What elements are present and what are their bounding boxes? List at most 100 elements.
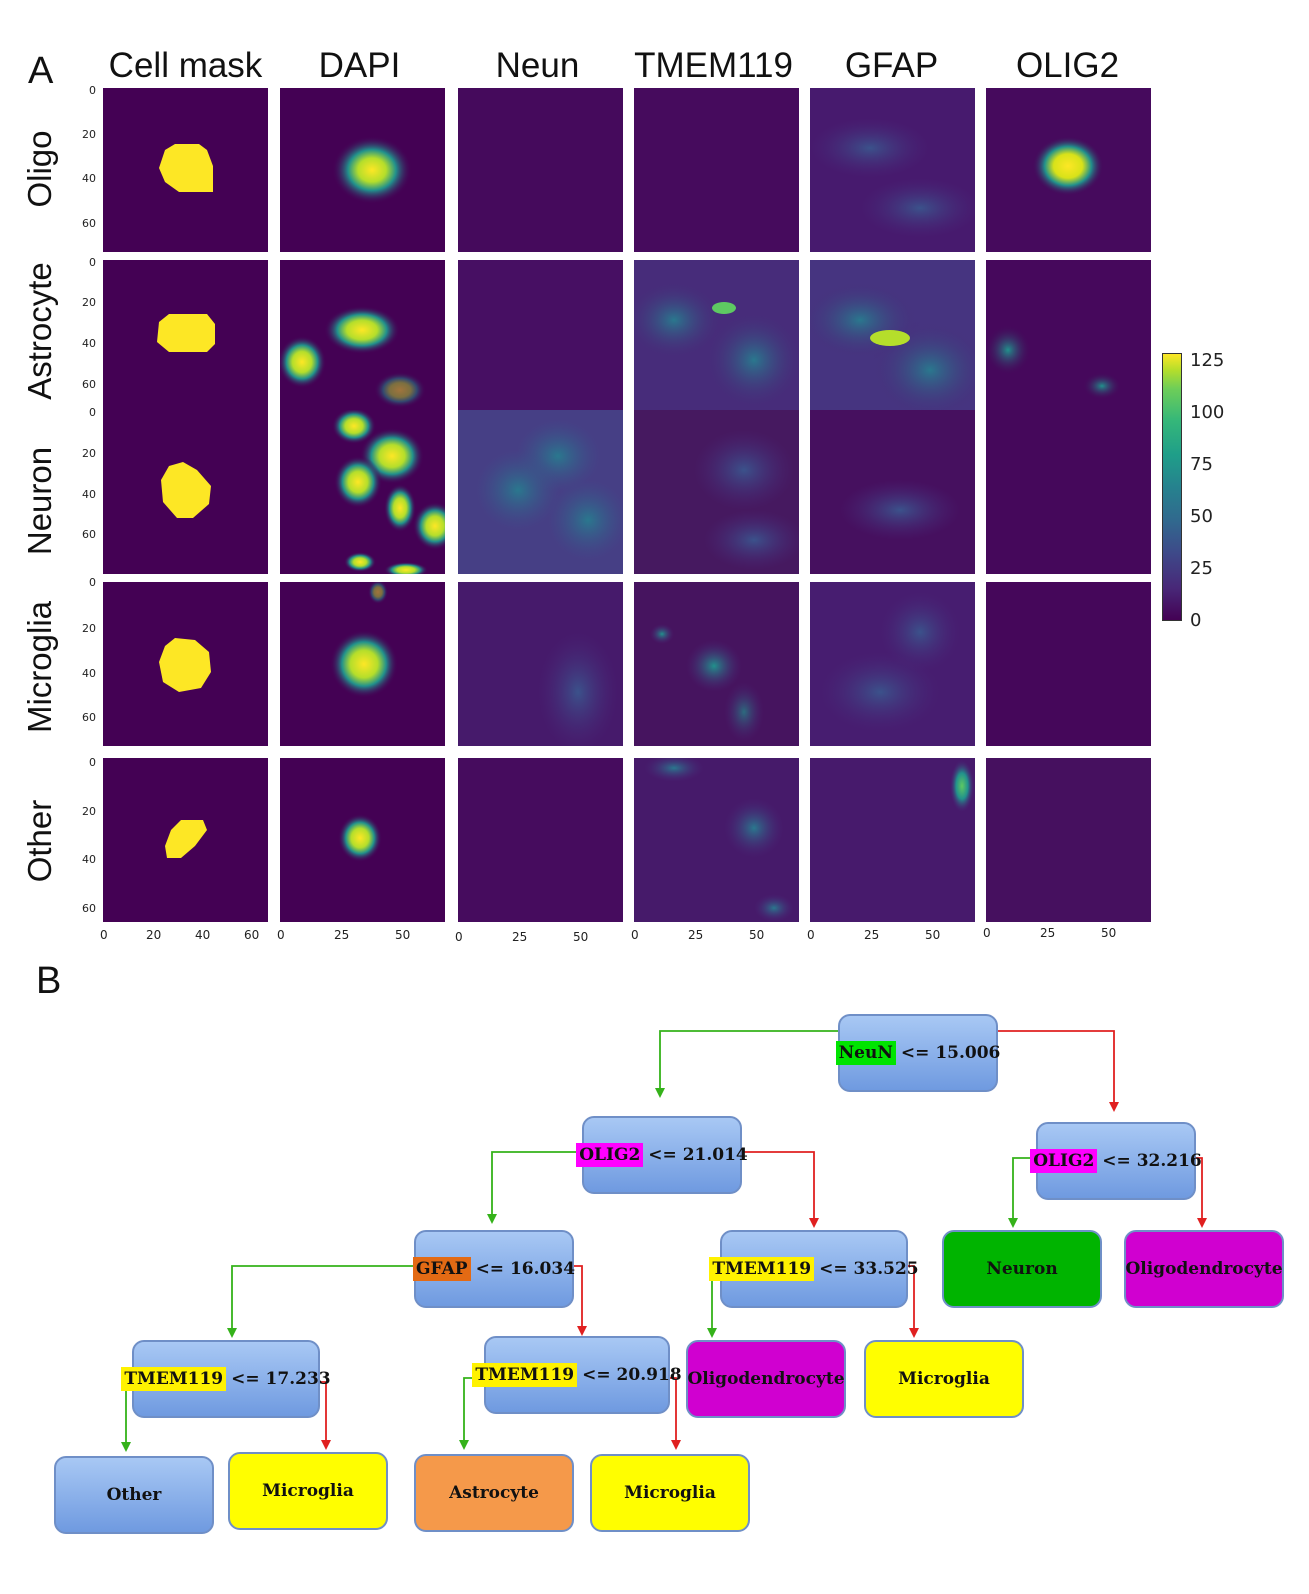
threshold-tmem119-mid: <= 33.525 xyxy=(819,1259,919,1279)
col-header-neun: Neun xyxy=(495,46,580,85)
edge-n1-yes xyxy=(659,1030,838,1096)
panel-b-letter: B xyxy=(36,960,62,1002)
img-microglia-gfap xyxy=(810,582,975,746)
leaf-oligodendrocyte-right: Oligodendrocyte xyxy=(1124,1230,1284,1308)
edge-n5-no xyxy=(906,1265,915,1336)
img-neuron-neun xyxy=(458,410,623,574)
leaf-astrocyte: Astrocyte xyxy=(414,1454,574,1532)
xtick-gfap-0: 0 xyxy=(807,928,815,942)
arrow-n4-no xyxy=(577,1326,587,1336)
threshold-neun: <= 15.006 xyxy=(900,1043,1001,1063)
xtick-dapi-0: 0 xyxy=(277,928,285,942)
img-oligo-gfap xyxy=(810,88,975,252)
xtick-mask-20: 20 xyxy=(146,928,162,942)
ytick-r4-20: 20 xyxy=(82,622,96,635)
colorbar-tick-50: 50 xyxy=(1190,506,1213,527)
arrow-n6-yes xyxy=(121,1442,131,1452)
arrow-n2-no xyxy=(809,1218,819,1228)
xtick-neun-25: 25 xyxy=(512,930,528,944)
feature-olig2-left: OLIG2 xyxy=(576,1143,644,1167)
img-neuron-tmem119 xyxy=(634,410,799,574)
feature-gfap: GFAP xyxy=(412,1257,471,1281)
img-oligo-tmem119 xyxy=(634,88,799,252)
col-header-dapi: DAPI xyxy=(318,46,401,85)
img-other-dapi xyxy=(280,758,445,922)
xtick-neun-50: 50 xyxy=(573,930,589,944)
split-node-tmem119-left: TMEM119<= 17.233 xyxy=(121,1340,331,1418)
ytick-r5-0: 0 xyxy=(89,756,96,769)
img-neuron-gfap xyxy=(810,410,975,574)
split-node-tmem119-inner: TMEM119<= 20.918 xyxy=(472,1336,682,1414)
img-neuron-dapi xyxy=(280,410,445,574)
leaf-microglia-mid: Microglia xyxy=(864,1340,1024,1418)
colorbar-tick-125: 125 xyxy=(1190,350,1225,371)
threshold-gfap: <= 16.034 xyxy=(475,1259,576,1279)
xtick-gfap-50: 50 xyxy=(925,928,941,942)
leaf-neuron: Neuron xyxy=(942,1230,1102,1308)
edge-n7-yes xyxy=(463,1377,484,1448)
arrow-n7-no xyxy=(671,1440,681,1450)
arrow-n7-yes xyxy=(459,1440,469,1450)
img-microglia-neun xyxy=(458,582,623,746)
colorbar-tick-100: 100 xyxy=(1190,402,1225,423)
edge-n4-yes xyxy=(231,1265,414,1336)
ytick-r2-40: 40 xyxy=(82,337,96,350)
xtick-dapi-25: 25 xyxy=(334,928,350,942)
edge-n2-yes xyxy=(491,1151,582,1222)
feature-tmem119-left: TMEM119 xyxy=(121,1367,227,1391)
xtick-dapi-50: 50 xyxy=(395,928,411,942)
xtick-tmem-25: 25 xyxy=(688,928,704,942)
arrow-n1-no xyxy=(1109,1102,1119,1112)
feature-olig2-right: OLIG2 xyxy=(1030,1149,1098,1173)
ytick-r4-0: 0 xyxy=(89,576,96,589)
feature-tmem119-inner: TMEM119 xyxy=(472,1363,578,1387)
split-node-neun: NeuN<= 15.006 xyxy=(835,1014,1001,1092)
xtick-mask-40: 40 xyxy=(195,928,211,942)
img-astrocyte-dapi xyxy=(280,260,445,424)
split-node-olig2-right: OLIG2<= 32.216 xyxy=(1030,1122,1202,1200)
col-header-cell-mask: Cell mask xyxy=(108,46,263,85)
xtick-olig2-0: 0 xyxy=(983,926,991,940)
threshold-tmem119-left: <= 17.233 xyxy=(231,1369,331,1389)
xtick-olig2-50: 50 xyxy=(1101,926,1117,940)
xtick-gfap-25: 25 xyxy=(864,928,880,942)
threshold-tmem119-inner: <= 20.918 xyxy=(582,1365,682,1385)
ytick-r5-20: 20 xyxy=(82,805,96,818)
panel-a-letter: A xyxy=(28,50,54,92)
img-astrocyte-tmem119 xyxy=(634,260,799,424)
threshold-olig2-right: <= 32.216 xyxy=(1102,1151,1202,1171)
img-astrocyte-neun xyxy=(458,260,623,424)
ytick-r3-0: 0 xyxy=(89,406,96,419)
xtick-tmem-50: 50 xyxy=(749,928,765,942)
arrow-n4-yes xyxy=(227,1328,237,1338)
ytick-r4-60: 60 xyxy=(82,711,96,724)
img-microglia-tmem119 xyxy=(634,582,799,746)
img-microglia-dapi xyxy=(280,582,445,746)
edge-n7-no xyxy=(668,1377,677,1448)
ytick-r1-0: 0 xyxy=(89,84,96,97)
edge-n3-yes xyxy=(1012,1157,1036,1226)
img-astrocyte-olig2 xyxy=(986,260,1151,424)
img-other-gfap xyxy=(810,758,975,922)
img-oligo-neun xyxy=(458,88,623,252)
col-header-tmem119: TMEM119 xyxy=(634,46,793,85)
split-node-tmem119-mid: TMEM119<= 33.525 xyxy=(709,1230,919,1308)
edge-n6-no xyxy=(320,1381,327,1448)
xtick-olig2-25: 25 xyxy=(1040,926,1056,940)
img-neuron-mask xyxy=(103,410,268,574)
xtick-tmem-0: 0 xyxy=(631,928,639,942)
edge-n2-no xyxy=(740,1151,815,1226)
img-neuron-olig2 xyxy=(986,410,1151,574)
leaf-microglia-left: Microglia xyxy=(228,1452,388,1530)
split-node-gfap: GFAP<= 16.034 xyxy=(412,1230,576,1308)
leaf-other: Other xyxy=(54,1456,214,1534)
colorbar-tick-25: 25 xyxy=(1190,558,1213,579)
colorbar-tick-0: 0 xyxy=(1190,610,1202,631)
arrow-n5-no xyxy=(909,1328,919,1338)
feature-tmem119-mid: TMEM119 xyxy=(709,1257,815,1281)
ytick-r2-20: 20 xyxy=(82,296,96,309)
img-other-mask xyxy=(103,758,268,922)
split-node-olig2-left: OLIG2<= 21.014 xyxy=(576,1116,748,1194)
colorbar xyxy=(1162,353,1182,621)
